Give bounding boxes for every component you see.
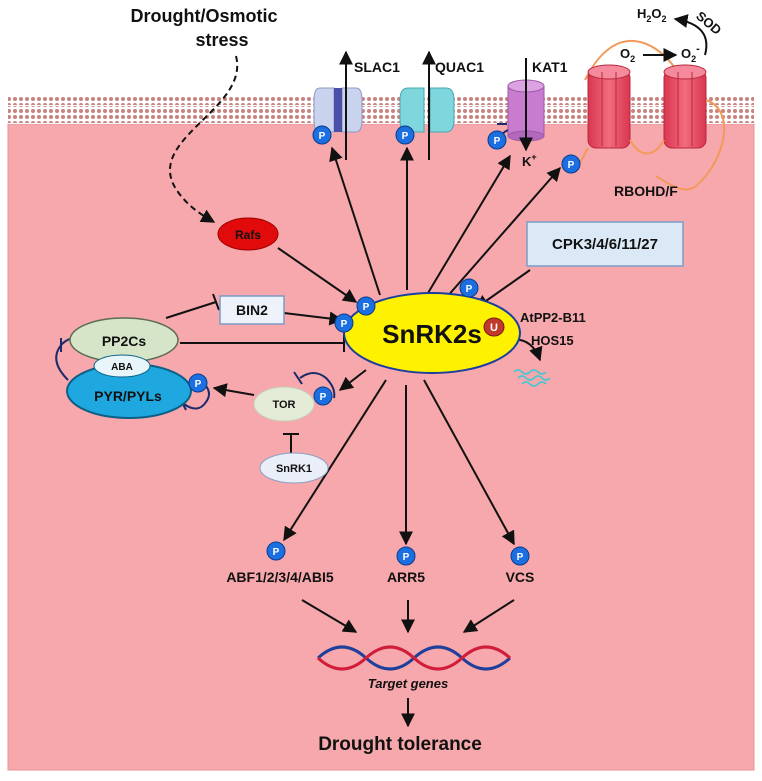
rafs-label: Rafs [235,228,261,242]
pyr-label: PYR/PYLs [94,388,162,404]
snrk1-label: SnRK1 [276,463,312,475]
plasma-membrane [8,96,754,124]
phospho-badge-label: P [568,160,575,171]
phospho-badge [188,373,208,393]
pp2cs-label: PP2Cs [102,333,147,349]
rbohd-complex [567,39,726,191]
bin2-label: BIN2 [236,302,268,318]
snrk2-arrows [212,146,561,728]
ubiquitin-badge-label: U [490,322,498,334]
phospho-badge [487,130,507,150]
aba-node [93,354,151,378]
superoxide-label: O2- [681,43,700,64]
slac1-label: SLAC1 [354,59,400,75]
phospho-badge-label: P [363,302,370,313]
sod-label: SOD [693,8,724,38]
phospho-badge [313,386,333,406]
degraded-protein-icon [513,369,551,387]
target-vcs: VCS [506,569,535,585]
phospho-badge [334,313,354,333]
h2o2-label: H2O2 [637,6,667,24]
phospho-badge [266,541,286,561]
phospho-badge [395,125,415,145]
cell-cytoplasm [7,123,755,771]
phospho-badge-label: P [403,552,410,563]
bin2-box [219,295,285,325]
phospho-badge [312,125,332,145]
snrk2-node [343,292,521,374]
tor-feedback-loop [299,372,336,399]
phospho-badge-label: P [402,131,409,142]
pyr-feedback-loop [183,385,210,410]
snrk2-label: SnRK2s [382,319,482,349]
rafs-node [217,217,279,251]
quac1-channel [399,50,455,160]
snrk1-node [259,452,329,484]
target-abf: ABF1/2/3/4/ABI5 [226,569,334,585]
phospho-badge-label: P [494,136,501,147]
phospho-badges: P P P P P P P P P P P P [188,125,581,566]
tor-node [253,386,315,422]
dna-helix [316,645,512,671]
sod-arrow [673,14,708,56]
stress-label-line2: stress [195,30,248,50]
cpk-label: CPK3/4/6/11/27 [552,236,658,253]
phospho-badge [561,154,581,174]
slac1-channel [313,50,363,160]
quac1-label: QUAC1 [435,59,484,75]
phospho-badge [396,546,416,566]
phospho-badge-label: P [273,547,280,558]
phospho-badge [510,546,530,566]
phospho-badge-label: P [320,392,327,403]
hos15-label: HOS15 [531,333,574,348]
kat1-channel [507,58,545,152]
drought-tolerance-label: Drought tolerance [318,734,482,755]
target-arr5: ARR5 [387,569,425,585]
phospho-badge-label: P [466,284,473,295]
ubiquitin-badge: U [483,317,505,337]
tor-label: TOR [272,399,295,411]
o2-label: O2 [620,46,635,64]
kat1-label: KAT1 [532,59,568,75]
potassium-label: K+ [522,152,537,169]
phospho-badge-label: P [195,379,202,390]
rbohd-label: RBOHD/F [614,183,678,199]
inhibition-lines [165,293,345,454]
stress-dashed-arrow [169,55,239,223]
phospho-badge [459,278,479,298]
aba-label: ABA [111,362,133,373]
phospho-badge-label: P [319,131,326,142]
cpk-box [526,221,684,267]
target-genes-label: Target genes [368,676,448,691]
stress-label-line1: Drought/Osmotic [131,6,278,26]
phospho-badge-label: P [341,319,348,330]
atpp2-label: AtPP2-B11 [520,310,586,325]
phospho-badge [356,296,376,316]
phospho-badge-label: P [517,552,524,563]
